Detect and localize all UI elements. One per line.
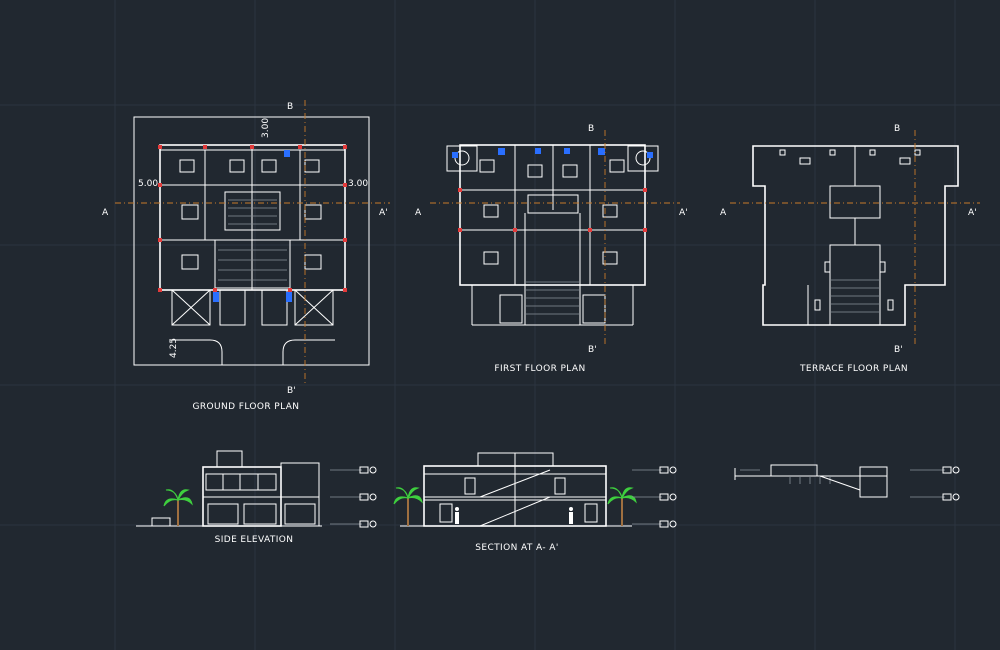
marker-b: B [287, 102, 293, 112]
dimension-right: 3.00 [348, 179, 368, 189]
ground-floor-plan[interactable]: B B' A A' 5.00 3.00 3.00 4.25 [102, 100, 390, 396]
marker-a: A [102, 208, 109, 218]
title-section-a-a: SECTION AT A- A' [475, 543, 558, 553]
marker-b-terrace: B [894, 124, 900, 134]
title-ground-floor-plan: GROUND FLOOR PLAN [193, 402, 300, 412]
marker-a-prime-terrace: A' [968, 208, 977, 218]
marker-a-prime-first: A' [679, 208, 688, 218]
section-a-a[interactable] [393, 452, 677, 528]
marker-b-first: B [588, 124, 594, 134]
side-elevation[interactable] [136, 450, 377, 528]
title-first-floor-plan: FIRST FLOOR PLAN [494, 364, 585, 374]
palm-tree-right-icon [607, 487, 637, 526]
marker-b-prime-first: B' [588, 345, 597, 355]
title-terrace-floor-plan: TERRACE FLOOR PLAN [799, 364, 908, 374]
marker-b-prime: B' [287, 386, 296, 396]
dimension-left: 5.00 [138, 179, 158, 189]
marker-b-prime-terrace: B' [894, 345, 903, 355]
first-floor-plan[interactable]: B B' A A' [415, 124, 688, 355]
palm-tree-left-icon [393, 487, 423, 526]
title-side-elevation: SIDE ELEVATION [215, 535, 294, 545]
terrace-floor-plan[interactable]: B B' A A' [720, 124, 980, 355]
person-figure-icon [455, 507, 573, 524]
marker-a-first: A [415, 208, 422, 218]
dimension-bottom: 4.25 [169, 338, 179, 358]
marker-a-terrace: A [720, 208, 727, 218]
marker-a-prime: A' [379, 208, 388, 218]
dimension-top: 3.00 [261, 118, 271, 138]
palm-tree-icon [163, 489, 193, 526]
rear-elevation[interactable] [734, 464, 960, 501]
